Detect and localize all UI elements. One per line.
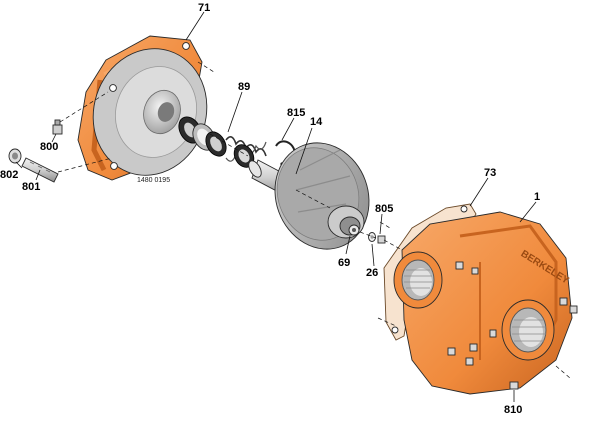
mechanical-seal-part-89 — [178, 116, 267, 168]
callout-69: 69 — [338, 257, 350, 269]
callout-1: 1 — [534, 191, 540, 203]
plug-part-800 — [52, 119, 63, 135]
callout-815: 815 — [287, 107, 305, 119]
callout-805: 805 — [375, 203, 393, 215]
washer-part-26 — [368, 232, 376, 242]
callout-26: 26 — [366, 267, 378, 279]
pump-casing-part-1: BERKELEY — [393, 211, 578, 395]
impeller-part-69 — [274, 142, 370, 250]
callout-810: 810 — [504, 404, 522, 416]
impeller-nut-part-805 — [377, 235, 386, 244]
assembly-lines — [57, 61, 571, 379]
callout-73: 73 — [484, 167, 496, 179]
callout-89: 89 — [238, 81, 250, 93]
callout-71: 71 — [198, 2, 210, 14]
drain-plug-part-810 — [509, 381, 519, 390]
drawing-number: 1480 0195 — [137, 177, 170, 184]
plug-part-802 — [8, 148, 22, 164]
bracket-adapter-part-71 — [77, 35, 208, 181]
leader-lines — [15, 11, 537, 402]
callout-14: 14 — [310, 116, 323, 128]
callout-800: 800 — [40, 141, 58, 153]
callout-801: 801 — [22, 181, 40, 193]
callout-802: 802 — [0, 169, 18, 181]
callout-labels: 71 89 815 14 800 802 801 73 1 805 69 26 … — [0, 2, 540, 416]
